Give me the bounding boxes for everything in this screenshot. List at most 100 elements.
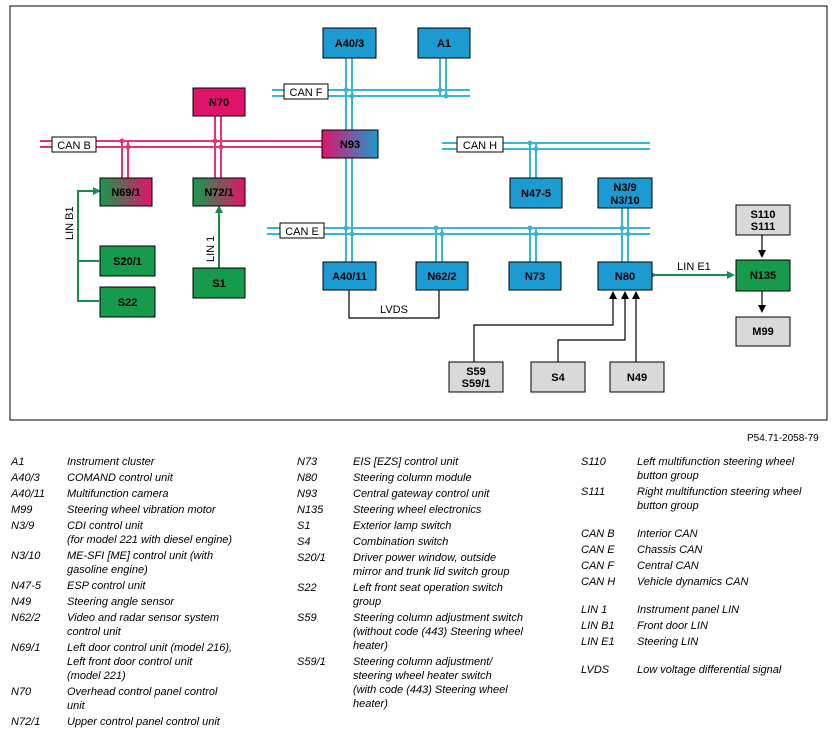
module-a40-3: A40/3: [322, 27, 377, 59]
legend-entry: CAN E Chassis CAN: [581, 543, 831, 557]
module-s4: S4: [530, 361, 586, 393]
lin-b1-bus: [77, 187, 101, 302]
legend-description-line: Steering column adjustment switch: [353, 612, 523, 624]
legend-description: Low voltage differential signal: [637, 663, 781, 677]
legend-code: S22: [297, 582, 317, 594]
module-n135: N135: [735, 259, 791, 292]
module-n80: N80: [597, 261, 653, 291]
legend-description-line: Vehicle dynamics CAN: [637, 576, 749, 588]
svg-text:N69/1: N69/1: [111, 187, 140, 199]
svg-text:N80: N80: [615, 271, 635, 283]
legend-description: Steering wheel electronics: [353, 503, 481, 517]
module-n70: N70: [192, 87, 246, 117]
svg-text:S22: S22: [118, 297, 138, 309]
legend-description: Steering column adjustment/steering whee…: [353, 655, 508, 711]
svg-text:CAN E: CAN E: [285, 226, 319, 238]
bus-label-can-f: CAN F: [283, 83, 329, 100]
legend-code: N93: [297, 488, 318, 500]
legend-description-line: Video and radar sensor system: [67, 612, 220, 624]
legend-code: N135: [297, 504, 324, 516]
legend-code: N3/10: [11, 550, 41, 562]
legend-description-line: steering wheel heater switch: [353, 670, 492, 682]
module-s59-s59-1: S59 S59/1: [448, 361, 504, 393]
legend-code: N3/9: [11, 520, 35, 532]
figure-reference: P54.71-2058-79: [747, 433, 819, 444]
legend-code: N62/2: [11, 612, 41, 624]
svg-text:N93: N93: [340, 139, 360, 151]
legend-description-line: Right multifunction steering wheel: [637, 486, 802, 498]
module-s22: S22: [99, 286, 156, 318]
legend-code: LIN E1: [581, 636, 615, 648]
legend-description-line: mirror and trunk lid switch group: [353, 566, 510, 578]
lin-1-label: LIN 1: [205, 236, 217, 262]
module-s110-s111: S110 S111: [735, 204, 791, 236]
legend-description-line: heater): [353, 698, 388, 710]
module-s1: S1: [192, 267, 246, 299]
legend-description-line: Left multifunction steering wheel: [637, 456, 795, 468]
legend-description-line: gasoline engine): [67, 564, 148, 576]
legend-code: CAN E: [581, 544, 615, 556]
legend-code: N49: [11, 596, 32, 608]
legend-description: Multifunction camera: [67, 487, 169, 501]
module-a40-11: A40/11: [322, 261, 377, 291]
legend-description: Steering LIN: [637, 635, 698, 649]
module-a1: A1: [417, 27, 471, 59]
svg-text:N70: N70: [209, 97, 229, 109]
svg-text:S59: S59: [466, 366, 486, 378]
lin-e1-label: LIN E1: [677, 261, 711, 273]
legend-description-line: Central gateway control unit: [353, 488, 490, 500]
legend-description-line: Steering wheel vibration motor: [67, 504, 216, 516]
legend-entry: LIN 1 Instrument panel LIN: [581, 603, 831, 617]
svg-text:N135: N135: [750, 270, 776, 282]
legend-description-line: Combination switch: [353, 536, 449, 548]
diagram-frame: [9, 5, 828, 421]
legend-description: Central gateway control unit: [353, 487, 489, 501]
legend-description: Front door LIN: [637, 619, 708, 633]
legend-description-line: group: [353, 596, 382, 608]
n80-input-arrows: [473, 291, 640, 362]
svg-text:S110: S110: [750, 209, 775, 221]
legend-description-line: Chassis CAN: [637, 544, 703, 556]
legend-description: Central CAN: [637, 559, 699, 573]
legend-description: ESP control unit: [67, 579, 145, 593]
svg-text:A40/11: A40/11: [332, 271, 367, 283]
legend-code: S59: [297, 612, 317, 624]
module-n3-9-n3-10: N3/9 N3/10: [597, 177, 653, 209]
lvds-link: [348, 290, 440, 319]
legend-description-line: Low voltage differential signal: [637, 664, 782, 676]
legend-description-line: Central CAN: [637, 560, 699, 572]
legend-code: A1: [11, 456, 25, 468]
legend-description: Instrument cluster: [67, 455, 154, 469]
svg-text:N49: N49: [627, 372, 647, 384]
legend-code: LIN 1: [581, 604, 608, 616]
module-n73: N73: [508, 261, 562, 291]
svg-text:N73: N73: [525, 271, 545, 283]
legend-description: Chassis CAN: [637, 543, 702, 557]
svg-text:M99: M99: [752, 326, 773, 338]
legend-description-line: Instrument panel LIN: [637, 604, 740, 616]
svg-text:CAN F: CAN F: [290, 87, 323, 99]
legend-code: N47-5: [11, 580, 41, 592]
legend-description-line: Steering wheel electronics: [353, 504, 482, 516]
bus-junctions: [119, 87, 631, 237]
svg-text:A1: A1: [437, 38, 451, 50]
